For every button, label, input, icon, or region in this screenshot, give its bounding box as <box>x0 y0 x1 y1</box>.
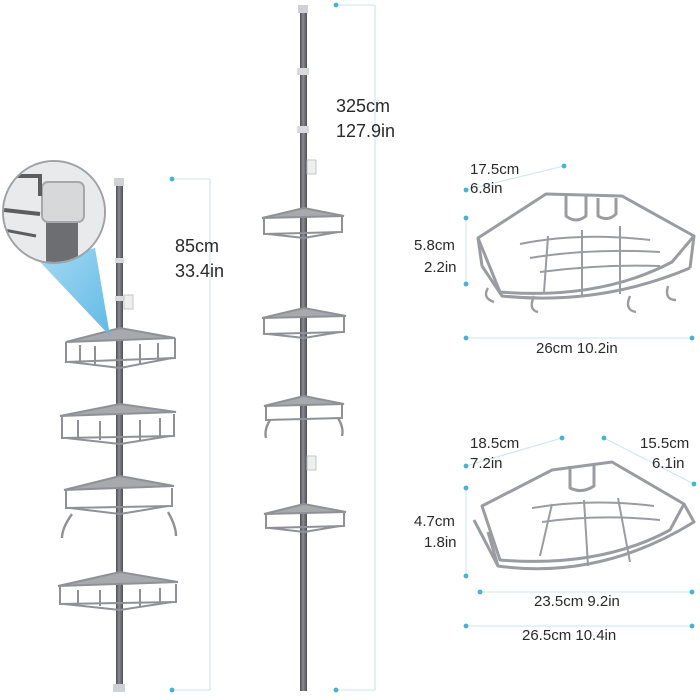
tall-pole-cm-label: 325cm <box>336 96 391 116</box>
basket-a-drawing <box>476 192 696 314</box>
tall-basket-2 <box>261 306 347 340</box>
short-pole-dimension <box>169 176 211 693</box>
basket-a-width-label: 26cm 10.2in <box>536 340 618 357</box>
zoom-callout <box>2 160 110 336</box>
basket-b-depth-left-cm-label: 18.5cm <box>470 435 520 452</box>
tall-basket-3 <box>263 394 345 439</box>
basket-a-height-in-label: 2.2in <box>424 259 457 276</box>
basket-a-height-cm-label: 5.8cm <box>414 237 455 254</box>
basket-a-depth-in-label: 6.8in <box>470 180 503 197</box>
basket-b-dimensions <box>463 435 697 629</box>
short-basket-3 <box>60 474 178 539</box>
basket-b-outer-width-label: 26.5cm 10.4in <box>522 627 617 644</box>
tall-pole-dimension <box>333 2 376 693</box>
basket-a-depth-cm-label: 17.5cm <box>470 161 520 178</box>
tall-pole-in-label: 127.9in <box>336 121 396 141</box>
basket-a-dimensions <box>463 163 695 341</box>
tall-basket-1 <box>261 206 345 240</box>
basket-b-depth-right-cm-label: 15.5cm <box>640 435 690 452</box>
basket-b-drawing <box>472 460 696 571</box>
tall-pole <box>300 13 307 691</box>
basket-b-height-cm-label: 4.7cm <box>414 513 455 530</box>
short-basket-2 <box>59 402 177 446</box>
basket-b-height-in-label: 1.8in <box>424 534 457 551</box>
short-basket-4 <box>57 570 179 612</box>
basket-b-depth-left-in-label: 7.2in <box>470 455 503 472</box>
short-pole-foot <box>113 684 125 692</box>
short-pole-in-label: 33.4in <box>175 261 225 281</box>
tall-pole-top-cap <box>298 5 308 13</box>
tall-basket-4 <box>263 502 347 534</box>
short-pole-top-cap <box>114 178 124 186</box>
short-pole-cm-label: 85cm <box>175 236 220 256</box>
tall-shower-caddy <box>261 5 347 691</box>
basket-b-inner-width-label: 23.5cm 9.2in <box>534 593 620 610</box>
basket-b-depth-right-in-label: 6.1in <box>652 455 685 472</box>
short-basket-1 <box>65 326 176 370</box>
short-shower-caddy <box>57 178 179 692</box>
